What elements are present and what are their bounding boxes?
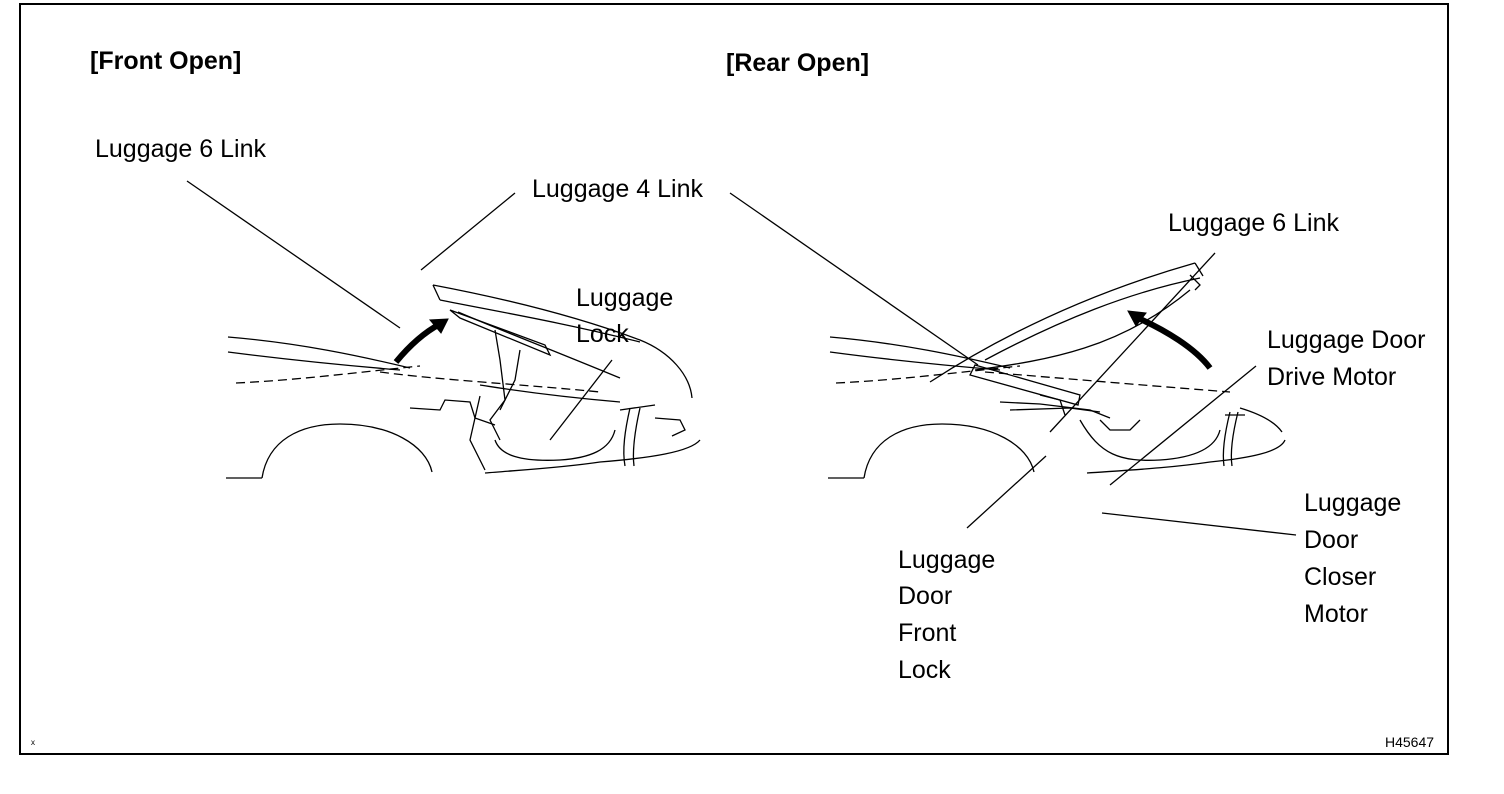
leader-rear-front-lock xyxy=(966,455,1047,529)
drive-motor-label-line2: Drive Motor xyxy=(1267,363,1397,391)
drive-motor-label-line1: Luggage Door xyxy=(1267,326,1426,354)
rear-car-illustration xyxy=(828,262,1286,479)
closer-motor-label-line2: Door xyxy=(1304,526,1359,554)
leader-rear-luggage-4-link xyxy=(729,192,979,366)
front-lock-label-line3: Front xyxy=(898,619,957,647)
diagram-frame xyxy=(19,3,1449,755)
front-lock-label-line2: Door xyxy=(898,582,953,610)
figure-code: H45647 xyxy=(1385,734,1435,750)
luggage-lock-label-line2: Lock xyxy=(576,320,629,348)
rear-luggage-6-link-label: Luggage 6 Link xyxy=(1168,209,1339,237)
leader-rear-drive-motor xyxy=(1109,365,1257,486)
closer-motor-label-line3: Closer xyxy=(1304,563,1377,591)
leader-front-luggage-6-link xyxy=(186,180,401,329)
front-luggage-6-link-label: Luggage 6 Link xyxy=(95,135,266,163)
leader-rear-luggage-6-link xyxy=(1049,252,1216,433)
leader-front-luggage-4-link xyxy=(420,192,516,271)
corner-mark: ˣ xyxy=(31,737,35,751)
front-open-heading: [Front Open] xyxy=(90,47,242,75)
front-car-illustration xyxy=(226,284,701,479)
front-lock-label-line4: Lock xyxy=(898,656,951,684)
front-lock-label-line1: Luggage xyxy=(898,546,996,574)
closer-motor-label-line4: Motor xyxy=(1304,600,1368,628)
luggage-4-link-label: Luggage 4 Link xyxy=(532,175,703,203)
leader-rear-closer-motor xyxy=(1101,512,1297,536)
closer-motor-label-line1: Luggage xyxy=(1304,489,1402,517)
rear-open-heading: [Rear Open] xyxy=(726,49,870,77)
leader-front-luggage-lock xyxy=(549,359,613,441)
luggage-lock-label-line1: Luggage xyxy=(576,284,674,312)
